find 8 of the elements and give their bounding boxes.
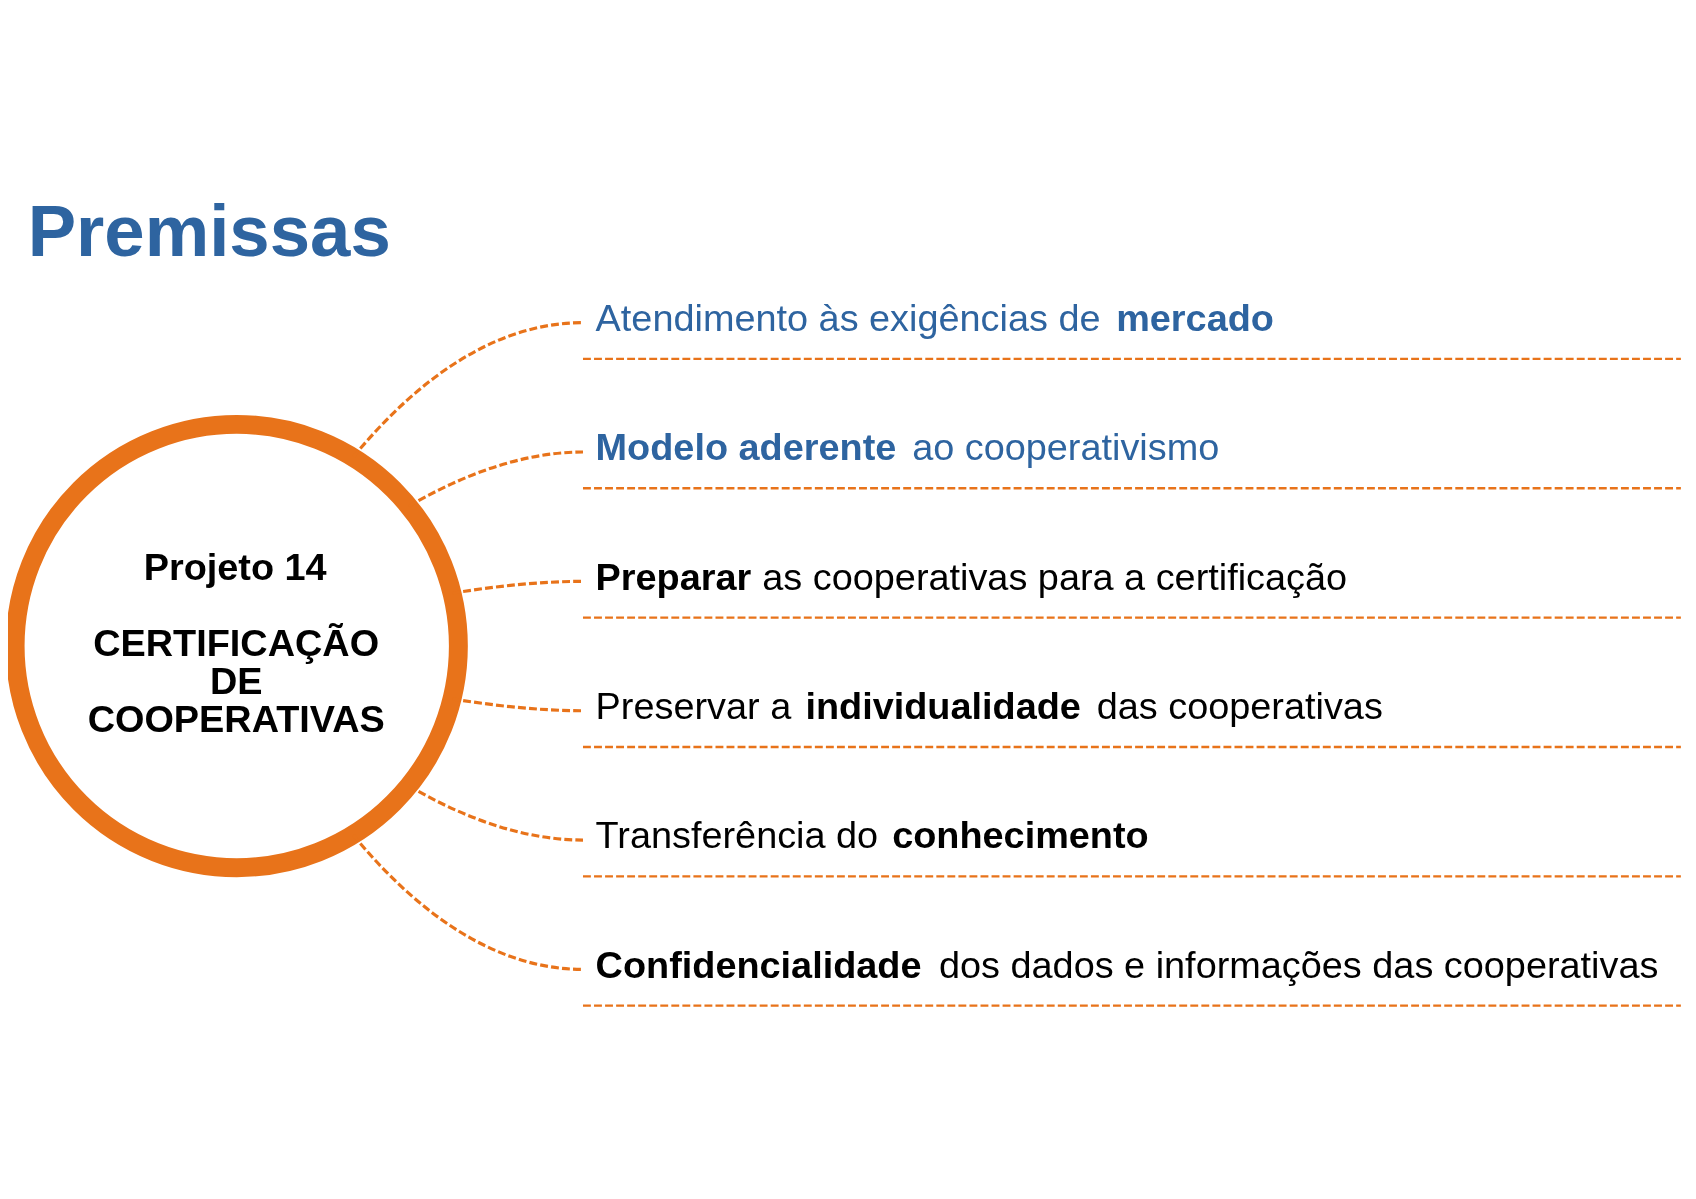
node-text: Modelo aderente ao cooperativismo [595,426,1220,469]
node-text: Preparar as cooperativas para a certificação [595,555,1348,598]
node-text: Confidencialidade dos dados e informações das cooperativas [595,943,1659,986]
node-text: Preservar a individualidade das cooperativas [595,684,1383,727]
node-circle: Projeto 14 CERTIFICAÇÃO DE COOPERATIVAS [8,414,468,878]
node-text: Transferência do conhecimento [595,814,1149,857]
diagram-title: Premissas [27,190,391,272]
node-text: Atendimento às exigências de mercado [595,296,1274,339]
